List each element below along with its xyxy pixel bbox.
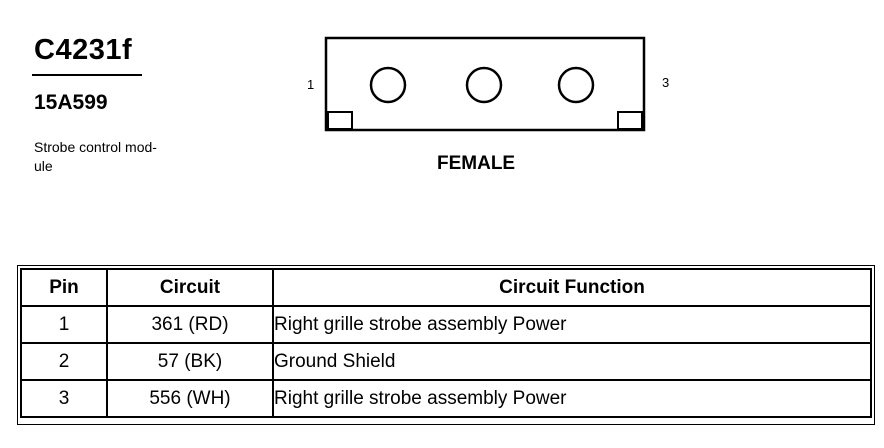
connector-face-diagram <box>300 30 680 180</box>
cell-pin: 1 <box>20 305 108 344</box>
table-row: 2 57 (BK) Ground Shield <box>20 342 872 381</box>
pin-label-right: 3 <box>662 75 670 90</box>
cell-pin: 2 <box>20 342 108 381</box>
connector-description: Strobe control mod- ule <box>34 138 189 176</box>
part-number: 15A599 <box>34 91 108 114</box>
cell-function: Right grille strobe assembly Power <box>272 305 872 344</box>
cell-function: Ground Shield <box>272 342 872 381</box>
connector-id: C4231f <box>34 34 133 66</box>
pin-cavity-3 <box>557 66 595 104</box>
latch-tab-left <box>327 111 353 130</box>
connector-id-underline <box>32 74 142 76</box>
cell-circuit: 361 (RD) <box>106 305 274 344</box>
connector-housing <box>324 36 646 132</box>
table-row: 3 556 (WH) Right grille strobe assembly … <box>20 379 872 418</box>
pin-label-left: 1 <box>307 77 315 92</box>
latch-tab-right <box>617 111 643 130</box>
pin-cavity-2 <box>465 66 503 104</box>
connector-face-svg <box>324 36 646 132</box>
header-circuit-function: Circuit Function <box>272 268 872 307</box>
pin-table: Pin Circuit Circuit Function 1 361 (RD) … <box>20 268 872 418</box>
cell-function: Right grille strobe assembly Power <box>272 379 872 418</box>
connector-gender-label: FEMALE <box>437 153 516 174</box>
header-circuit: Circuit <box>106 268 274 307</box>
cell-circuit: 556 (WH) <box>106 379 274 418</box>
header-pin: Pin <box>20 268 108 307</box>
description-line-1: Strobe control mod- <box>34 139 157 155</box>
cell-pin: 3 <box>20 379 108 418</box>
table-header-row: Pin Circuit Circuit Function <box>20 268 872 307</box>
cell-circuit: 57 (BK) <box>106 342 274 381</box>
description-line-2: ule <box>34 158 53 174</box>
pin-cavity-1 <box>369 66 407 104</box>
table-row: 1 361 (RD) Right grille strobe assembly … <box>20 305 872 344</box>
